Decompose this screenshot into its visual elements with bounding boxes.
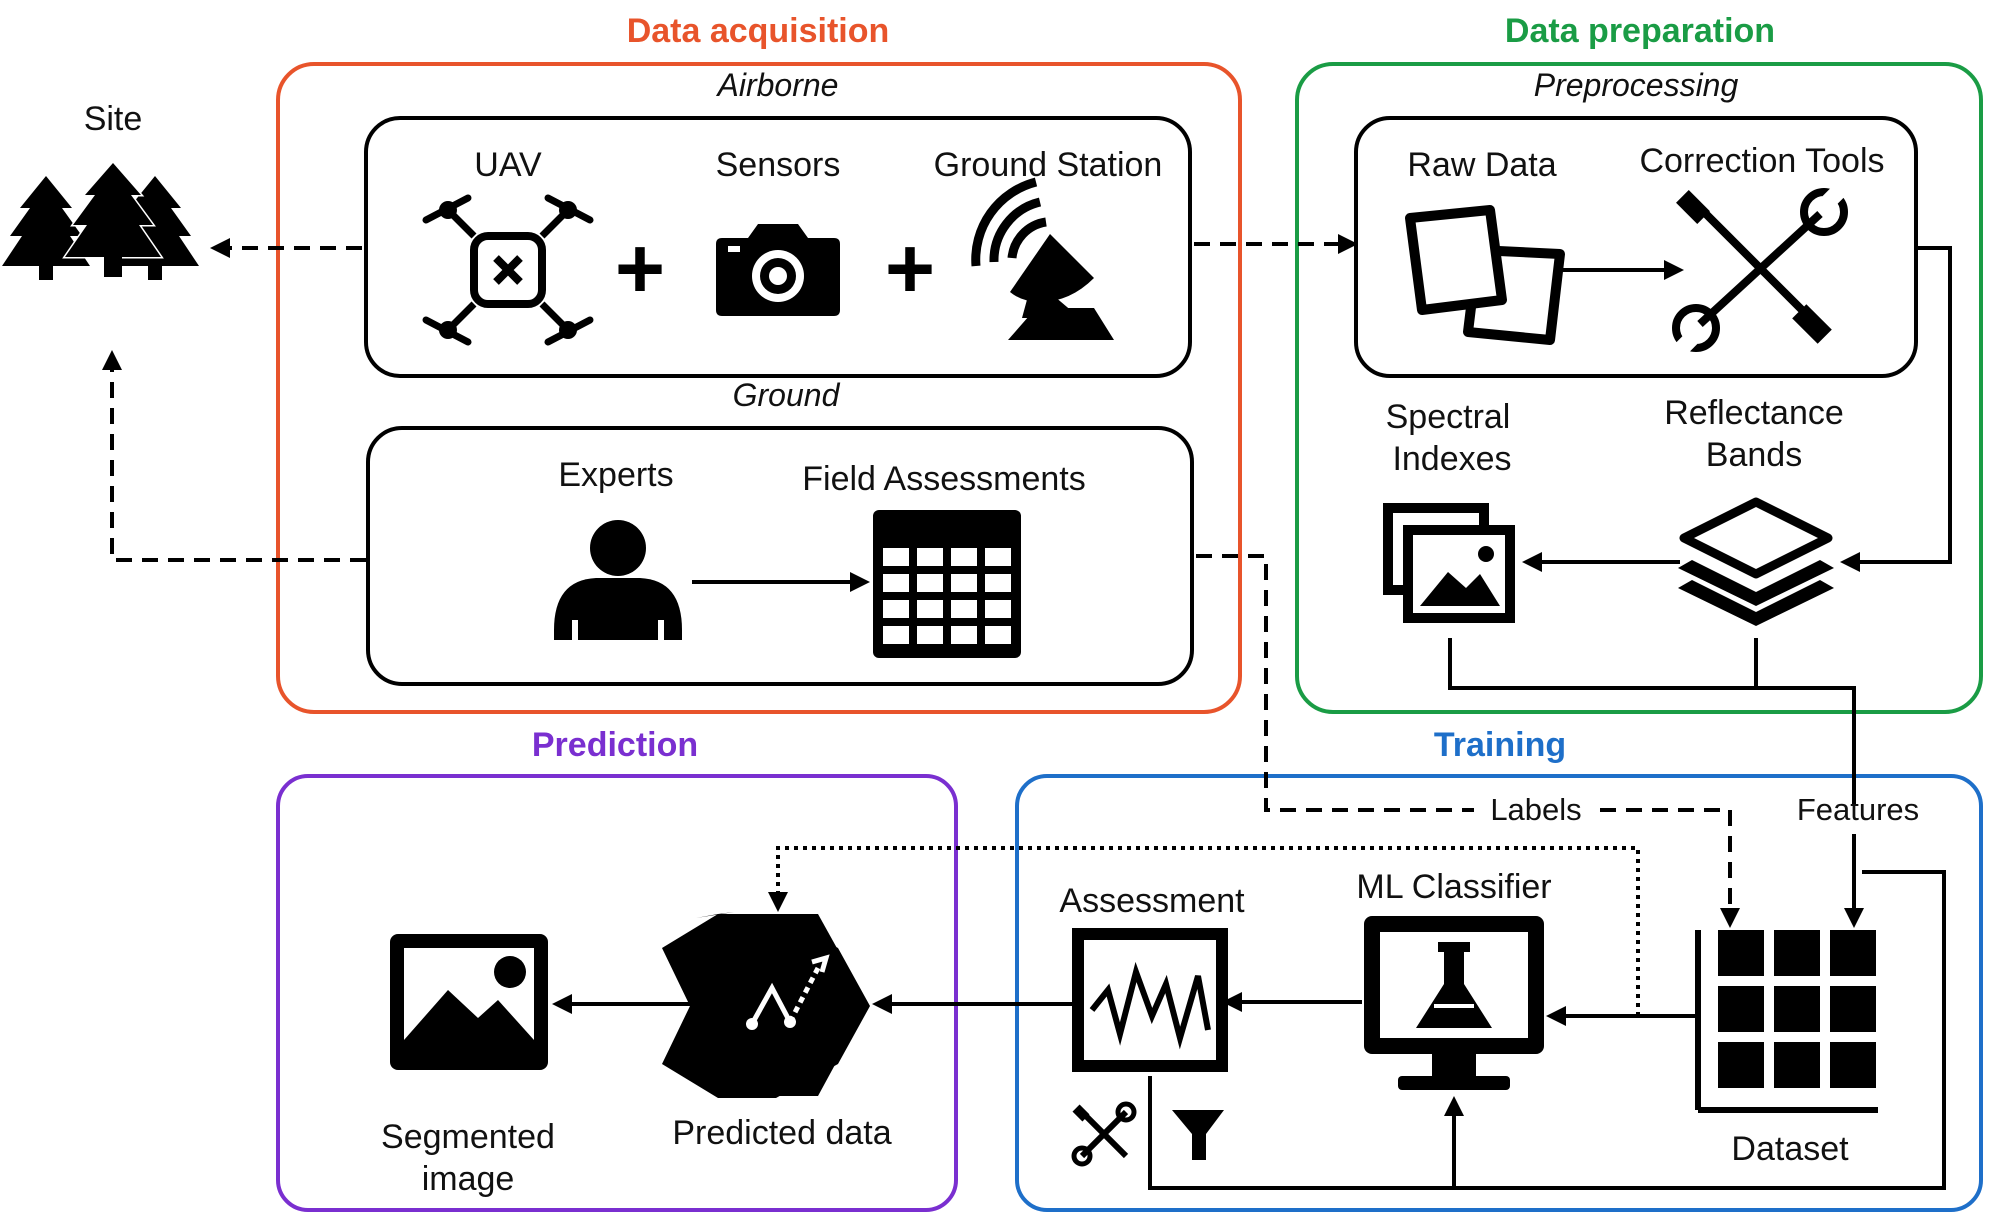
- dataset-label: Dataset: [1731, 1130, 1849, 1168]
- assessment-monitor-icon: [1072, 928, 1228, 1072]
- ml-classifier-label: ML Classifier: [1356, 868, 1551, 906]
- drone-icon: [422, 194, 594, 346]
- labels-text: Labels: [1490, 792, 1581, 827]
- ground-box: [366, 426, 1194, 686]
- data-acquisition-frame: [276, 62, 1242, 714]
- predicted-data-icon: [662, 912, 870, 1098]
- segmented-image-label-line2: image: [422, 1160, 515, 1198]
- field-assessments-label: Field Assessments: [802, 460, 1085, 498]
- images-icon: [1383, 503, 1515, 623]
- layers-icon: [1678, 497, 1834, 626]
- correction-tools-label: Correction Tools: [1639, 142, 1884, 180]
- spreadsheet-icon: [873, 510, 1021, 658]
- segmented-image-label-line1: Segmented: [381, 1118, 555, 1156]
- dotted-to-predicted-connector: [768, 846, 1640, 1016]
- sensors-label: Sensors: [716, 146, 841, 184]
- prediction-frame: [276, 774, 958, 1212]
- raw-data-label: Raw Data: [1407, 146, 1556, 184]
- experts-label: Experts: [558, 456, 673, 494]
- features-connector-top: [1448, 638, 1856, 804]
- airborne-label: Airborne: [716, 67, 839, 103]
- data-preparation-title: Data preparation: [1505, 12, 1775, 50]
- person-icon: [554, 520, 682, 642]
- segmented-image-icon: [390, 934, 548, 1070]
- ground-to-site-connector: [102, 350, 366, 562]
- preprocessing-label: Preprocessing: [1534, 67, 1739, 103]
- forest-icon: [2, 160, 199, 280]
- tools-icon: [1672, 184, 1848, 356]
- satellite-dish-icon: [971, 177, 1114, 340]
- preprocessing-to-bands-connector: [1840, 246, 1952, 572]
- features-text: Features: [1797, 792, 1919, 827]
- plus-sign-2: +: [885, 221, 935, 317]
- predicted-data-label: Predicted data: [672, 1114, 891, 1152]
- data-acquisition-title: Data acquisition: [627, 12, 890, 50]
- airborne-box: [364, 116, 1192, 378]
- site-label: Site: [84, 100, 143, 138]
- plus-sign-1: +: [615, 221, 665, 317]
- dataset-icon: [1695, 930, 1878, 1113]
- camera-icon: [716, 224, 840, 316]
- labels-connector-b: [1600, 808, 1740, 928]
- labels-connector-a: [1196, 554, 1474, 812]
- ground-label: Ground: [733, 377, 841, 413]
- feedback-loop-connector: [1148, 870, 1946, 1190]
- tools-small-icon: [1071, 1101, 1137, 1167]
- ml-classifier-icon: [1364, 916, 1544, 1090]
- filter-icon: [1172, 1110, 1224, 1160]
- uav-label: UAV: [474, 146, 542, 184]
- ground-station-label: Ground Station: [934, 146, 1163, 184]
- data-preparation-frame: [1295, 62, 1983, 714]
- assessment-label: Assessment: [1059, 882, 1245, 920]
- training-title: Training: [1434, 726, 1566, 764]
- spectral-indexes-label-line1: Spectral: [1386, 398, 1511, 436]
- training-frame: [1015, 774, 1983, 1212]
- reflectance-bands-label-line2: Bands: [1706, 436, 1802, 474]
- reflectance-bands-label-line1: Reflectance: [1664, 394, 1844, 432]
- spectral-indexes-label-line2: Indexes: [1392, 440, 1511, 478]
- raw-data-icon: [1405, 205, 1565, 345]
- prediction-title: Prediction: [532, 726, 698, 764]
